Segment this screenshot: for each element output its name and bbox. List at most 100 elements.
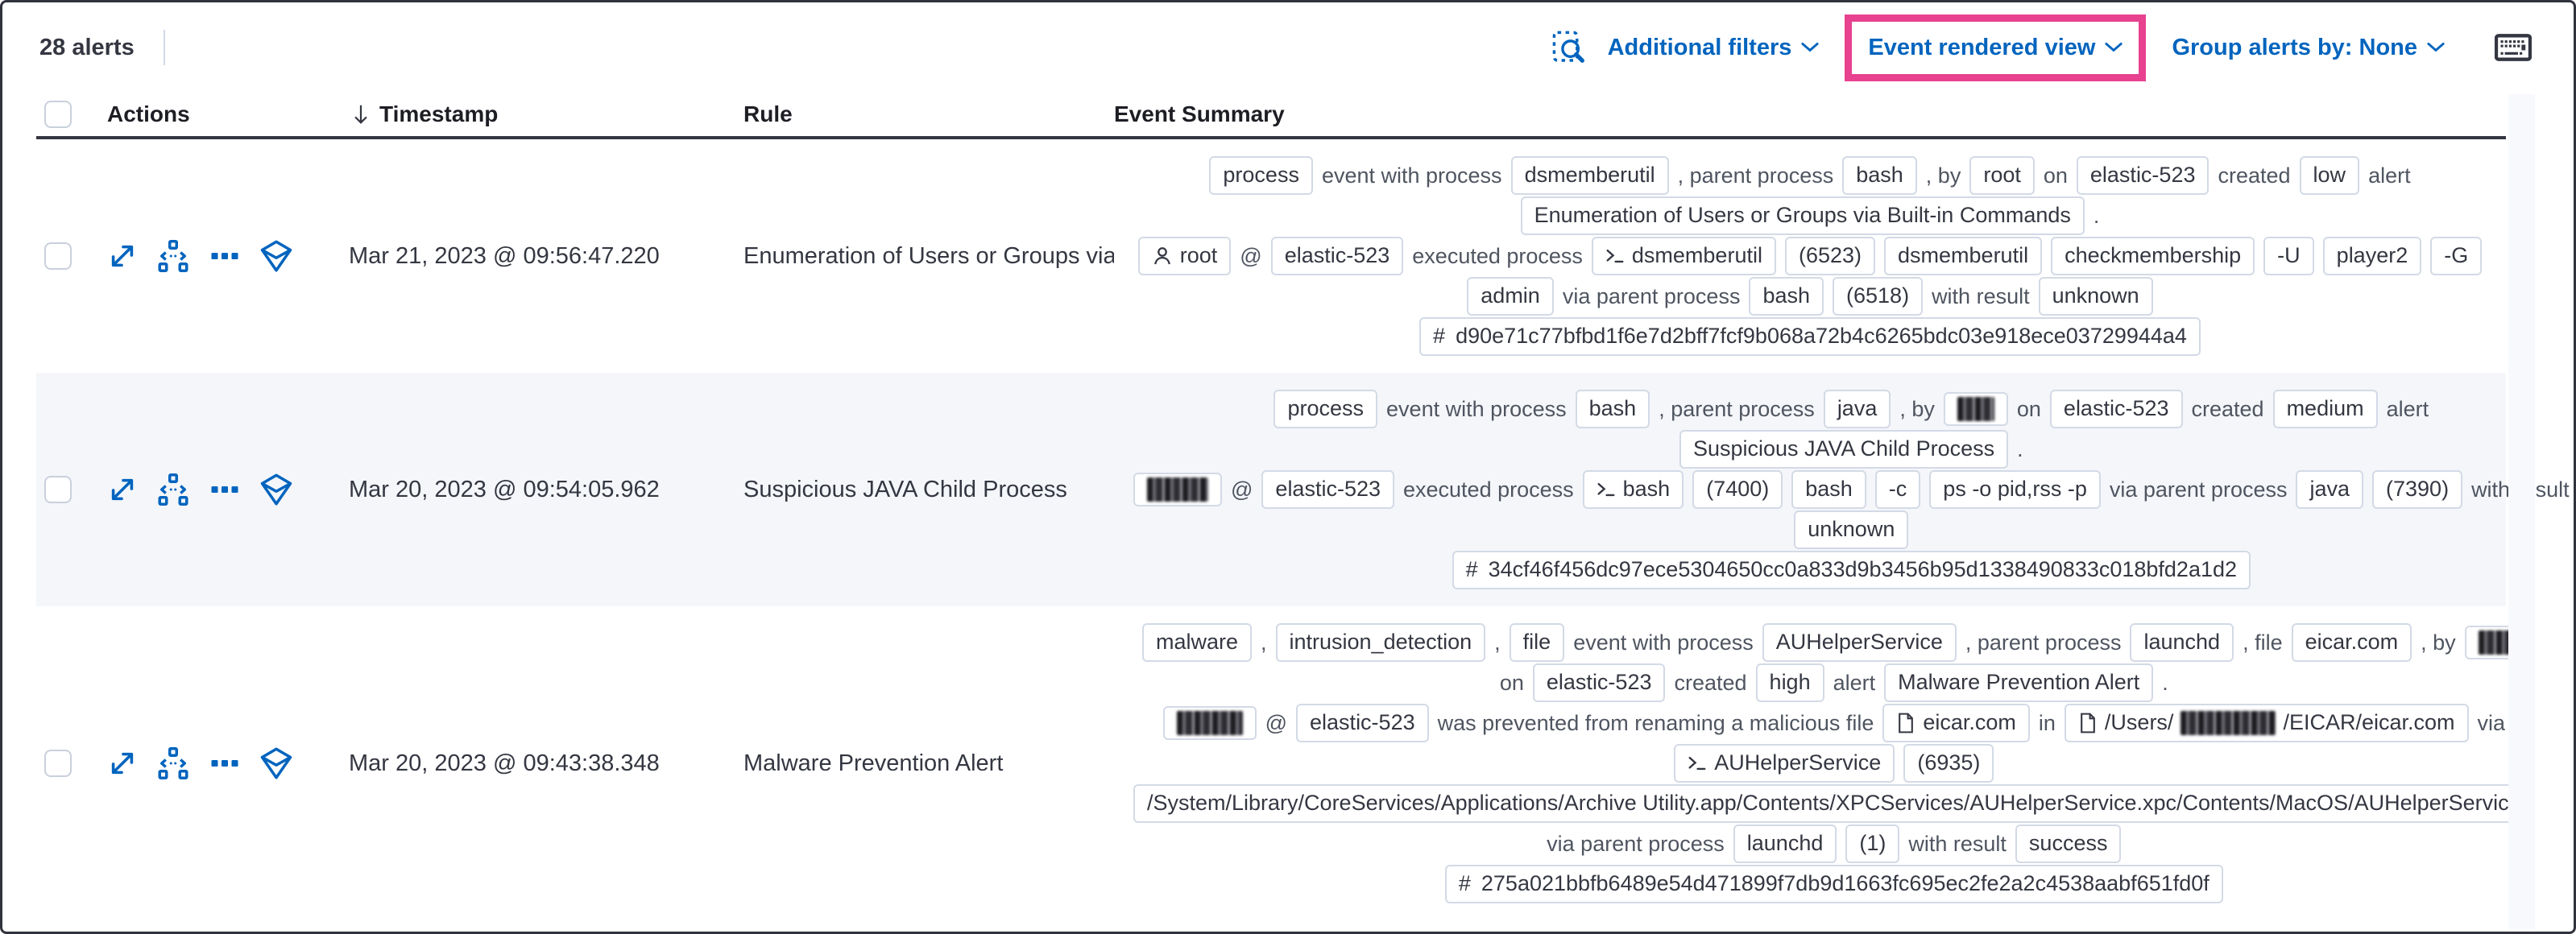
- vertical-scrollbar[interactable]: [2508, 94, 2535, 929]
- summary-badge[interactable]: checkmembership: [2051, 237, 2255, 275]
- summary-badge[interactable]: player2: [2322, 237, 2422, 275]
- summary-badge[interactable]: (7400): [1692, 470, 1783, 509]
- summary-badge[interactable]: #275a021bbfb6489e54d471899f7db9d1663fc69…: [1444, 865, 2223, 903]
- view-selector-label: Event rendered view: [1868, 34, 2096, 60]
- inspect-button[interactable]: [1551, 31, 1585, 64]
- summary-badge[interactable]: launchd: [1733, 824, 1837, 863]
- badge-text: /EICAR/eicar.com: [2283, 710, 2455, 735]
- more-actions-button[interactable]: [209, 240, 241, 272]
- summary-badge[interactable]: -U: [2263, 237, 2314, 275]
- additional-filters-button[interactable]: Additional filters: [1608, 35, 1820, 61]
- badge-text: (7400): [1706, 477, 1770, 502]
- investigate-in-timeline-button[interactable]: [260, 747, 292, 779]
- summary-badge[interactable]: /Users/ /EICAR/eicar.com: [2064, 704, 2469, 742]
- badge-text: medium: [2286, 396, 2364, 421]
- summary-badge[interactable]: #34cf46f456dc97ece5304650cc0a833d9b3456b…: [1452, 551, 2251, 589]
- summary-badge[interactable]: bash: [1749, 277, 1824, 316]
- summary-connector-text: , parent process: [1965, 630, 2122, 655]
- analyze-event-button[interactable]: [157, 473, 189, 506]
- summary-badge[interactable]: (1): [1845, 824, 1900, 863]
- summary-badge[interactable]: elastic-523: [1296, 704, 1429, 742]
- summary-badge[interactable]: process: [1274, 390, 1378, 428]
- keyboard-shortcuts-button[interactable]: [2495, 33, 2532, 62]
- summary-badge[interactable]: eicar.com: [1882, 704, 2030, 742]
- expand-alert-button[interactable]: [107, 748, 138, 779]
- analyze-event-button[interactable]: [157, 747, 189, 779]
- summary-badge[interactable]: eicar.com: [2291, 623, 2412, 662]
- summary-badge[interactable]: [1133, 473, 1222, 506]
- summary-badge[interactable]: elastic-523: [1532, 663, 1666, 702]
- redacted-text: [2478, 630, 2512, 655]
- summary-badge[interactable]: (6518): [1833, 277, 1924, 316]
- badge-text: /Users/: [2104, 710, 2174, 735]
- summary-badge[interactable]: low: [2299, 156, 2360, 195]
- badge-text: checkmembership: [2065, 243, 2242, 268]
- expand-alert-button[interactable]: [107, 474, 138, 505]
- summary-badge[interactable]: launchd: [2130, 623, 2234, 662]
- more-actions-button[interactable]: [209, 747, 241, 779]
- badge-text: root: [1983, 163, 2021, 188]
- summary-badge[interactable]: AUHelperService: [1762, 623, 1957, 662]
- summary-badge[interactable]: (7390): [2372, 470, 2463, 509]
- row-checkbox[interactable]: [44, 242, 72, 270]
- expand-alert-button[interactable]: [107, 241, 138, 271]
- summary-badge[interactable]: elastic-523: [1261, 470, 1394, 509]
- investigate-in-timeline-button[interactable]: [260, 473, 292, 506]
- summary-badge[interactable]: #d90e71c77bfbd1f6e7d2bff7fcf9b068a72b4c6…: [1419, 317, 2201, 356]
- summary-badge[interactable]: elastic-523: [1270, 237, 1404, 275]
- summary-badge[interactable]: dsmemberutil: [1884, 237, 2043, 275]
- select-all-checkbox[interactable]: [44, 101, 72, 128]
- summary-badge[interactable]: dsmemberutil: [1510, 156, 1669, 195]
- summary-badge[interactable]: unknown: [1794, 510, 1909, 549]
- summary-badge[interactable]: ps -o pid,rss -p: [1929, 470, 2101, 509]
- summary-badge[interactable]: admin: [1467, 277, 1554, 316]
- investigate-in-timeline-button[interactable]: [260, 240, 292, 272]
- summary-badge[interactable]: bash: [1575, 390, 1650, 428]
- summary-badge[interactable]: -c: [1874, 470, 1921, 509]
- summary-badge[interactable]: elastic-523: [2049, 390, 2183, 428]
- summary-badge[interactable]: Suspicious JAVA Child Process: [1679, 430, 2009, 469]
- summary-badge[interactable]: (6935): [1903, 744, 1994, 783]
- view-selector-button[interactable]: Event rendered view: [1868, 35, 2123, 61]
- summary-badge[interactable]: process: [1209, 156, 1313, 195]
- summary-badge[interactable]: bash: [1842, 156, 1917, 195]
- summary-connector-text: via: [2477, 710, 2506, 735]
- summary-badge[interactable]: file: [1509, 623, 1565, 662]
- summary-badge[interactable]: bash: [1791, 470, 1866, 509]
- summary-badge[interactable]: [1162, 706, 1257, 740]
- summary-badge[interactable]: dsmemberutil: [1591, 237, 1776, 275]
- analyze-event-button[interactable]: [157, 240, 189, 272]
- row-checkbox[interactable]: [44, 750, 72, 777]
- summary-connector-text: via parent process: [1562, 283, 1741, 308]
- summary-badge[interactable]: Enumeration of Users or Groups via Built…: [1520, 196, 2085, 235]
- redacted-text: [1957, 397, 1994, 421]
- summary-badge[interactable]: bash: [1582, 470, 1684, 509]
- summary-badge[interactable]: -G: [2430, 237, 2483, 275]
- summary-badge[interactable]: AUHelperService: [1674, 744, 1895, 783]
- summary-badge[interactable]: malware: [1141, 623, 1252, 662]
- column-header-timestamp[interactable]: Timestamp: [349, 101, 743, 127]
- summary-badge[interactable]: success: [2015, 824, 2122, 863]
- more-actions-button[interactable]: [209, 473, 241, 506]
- summary-badge[interactable]: root: [1969, 156, 2035, 195]
- summary-badge[interactable]: (6523): [1784, 237, 1876, 275]
- summary-badge[interactable]: java: [1823, 390, 1891, 428]
- summary-badge[interactable]: high: [1755, 663, 1824, 702]
- summary-badge[interactable]: medium: [2272, 390, 2378, 428]
- badge-text: high: [1769, 670, 1811, 695]
- summary-badge[interactable]: java: [2296, 470, 2364, 509]
- summary-badge[interactable]: unknown: [2038, 277, 2153, 316]
- summary-badge[interactable]: intrusion_detection: [1275, 623, 1486, 662]
- summary-badge[interactable]: /System/Library/CoreServices/Application…: [1133, 784, 2535, 823]
- summary-badge[interactable]: root: [1137, 237, 1232, 275]
- summary-badge[interactable]: elastic-523: [2076, 156, 2209, 195]
- summary-connector-text: , file: [2243, 630, 2283, 655]
- summary-badge[interactable]: Malware Prevention Alert: [1884, 663, 2154, 702]
- group-alerts-button[interactable]: Group alerts by: None: [2172, 35, 2445, 61]
- alerts-toolbar: 28 alerts Additional filters: [2, 2, 2574, 93]
- summary-badge[interactable]: [1943, 392, 2008, 426]
- row-checkbox[interactable]: [44, 476, 72, 503]
